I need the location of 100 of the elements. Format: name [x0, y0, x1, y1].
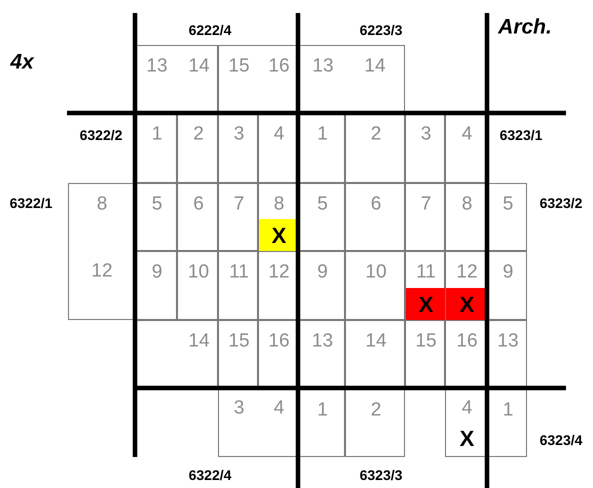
- grid-cell: [218, 389, 298, 457]
- sheet-label: 6322/4: [188, 468, 232, 482]
- grid-cell: [258, 183, 298, 251]
- cell-number: 14: [364, 56, 386, 76]
- grid-cell: [345, 320, 405, 389]
- cell-number: 4: [274, 398, 284, 418]
- grid-cell: [218, 113, 258, 183]
- grid-cell: [135, 251, 177, 320]
- cell-number: 7: [234, 194, 244, 214]
- grid-cell: [298, 389, 345, 457]
- cell-number: 13: [312, 332, 334, 350]
- sheet-label: 6223/3: [360, 23, 402, 37]
- sheet-label: 6322/1: [10, 196, 52, 210]
- cell-number: 7: [420, 194, 432, 214]
- grid-cell: [258, 113, 298, 183]
- cell-number: 6: [370, 194, 382, 214]
- cell-number: 9: [317, 262, 328, 282]
- cell-number: 1: [152, 124, 162, 144]
- cell-number: 3: [234, 124, 244, 144]
- cell-number: 12: [456, 262, 478, 282]
- grid-cell: [345, 251, 405, 320]
- grid-cell: [487, 251, 527, 320]
- grid-cell: [487, 389, 527, 457]
- cell-number: 2: [370, 124, 382, 144]
- cell-number: 2: [193, 124, 204, 144]
- sheet-label: 6323/4: [540, 433, 582, 447]
- cell-number: 11: [229, 262, 249, 282]
- cell-number: 9: [152, 262, 162, 282]
- grid-cell: [218, 320, 258, 389]
- grid-cell: [445, 113, 487, 183]
- cell-number: 15: [228, 332, 250, 350]
- grid-cell: [68, 183, 135, 320]
- grid-cell: [405, 320, 445, 389]
- cell-number: 3: [420, 124, 432, 144]
- cell-number: 4: [462, 124, 472, 144]
- grid-cell: [487, 183, 527, 251]
- sheet-label: 6323/1: [500, 128, 542, 142]
- grid-cell: [405, 113, 445, 183]
- cell-number: 5: [502, 194, 514, 214]
- grid-cell: [298, 251, 345, 320]
- grid-cell: [298, 113, 345, 183]
- grid-cell: [487, 320, 527, 389]
- grid-cell: [345, 389, 405, 457]
- grid-cell: [258, 320, 298, 389]
- grid-cell: [345, 113, 405, 183]
- grid-cell: [445, 389, 487, 457]
- cell-number: 5: [317, 194, 328, 214]
- sheet-label: Arch.: [498, 16, 552, 38]
- cell-number: 12: [91, 262, 113, 280]
- cell-number: 10: [365, 262, 387, 282]
- grid-cell: [177, 251, 218, 320]
- sheet-label: 4x: [10, 52, 34, 72]
- cell-number: 15: [228, 56, 250, 76]
- sheet-label: 6323/3: [360, 468, 402, 482]
- cell-number: 16: [268, 56, 290, 76]
- marked-cell: X: [446, 288, 488, 321]
- marked-cell: X: [259, 219, 299, 252]
- grid-cell: [405, 251, 445, 320]
- cell-number: 11: [416, 262, 436, 282]
- cell-number: 16: [456, 332, 478, 350]
- cell-number: 1: [317, 400, 328, 420]
- grid-cell: [135, 320, 218, 389]
- cell-number: 8: [462, 194, 472, 214]
- cell-number: 13: [146, 56, 168, 76]
- grid-cell: [218, 45, 298, 113]
- cell-number: 14: [365, 332, 387, 350]
- grid-cell: [177, 113, 218, 183]
- cell-number: 1: [317, 124, 328, 144]
- cell-number: 10: [188, 262, 210, 282]
- cell-number: 4: [462, 398, 472, 418]
- grid-cell: [218, 251, 258, 320]
- cell-number: 1: [502, 400, 514, 420]
- cell-number: 4: [274, 124, 284, 144]
- sheet-label: 6322/2: [80, 128, 122, 142]
- grid-cell: [258, 251, 298, 320]
- grid-cell: [135, 183, 177, 251]
- cross-mark: X: [460, 428, 474, 450]
- cell-number: 15: [415, 332, 437, 350]
- cell-number: 12: [268, 262, 290, 282]
- grid-cell: [177, 183, 218, 251]
- grid-cell: [445, 251, 487, 320]
- grid-cell: [298, 320, 345, 389]
- sheet-label: 6222/4: [188, 23, 232, 37]
- grid-cell: [218, 183, 258, 251]
- grid-cell: [445, 320, 487, 389]
- cell-number: 2: [370, 400, 382, 420]
- cell-number: 9: [502, 262, 514, 282]
- cell-number: 13: [497, 332, 519, 350]
- grid-cell: [405, 183, 445, 251]
- sheet-label: 6323/2: [540, 196, 582, 210]
- cell-number: 6: [193, 194, 204, 214]
- cell-number: 16: [268, 332, 290, 350]
- marked-cell: X: [406, 288, 446, 321]
- grid-cell: [445, 183, 487, 251]
- cell-number: 14: [188, 332, 210, 350]
- grid-cell: [135, 45, 218, 113]
- cell-number: 3: [234, 398, 244, 418]
- grid-cell: [298, 183, 345, 251]
- cell-number: 8: [274, 194, 284, 214]
- cell-number: 13: [312, 56, 334, 76]
